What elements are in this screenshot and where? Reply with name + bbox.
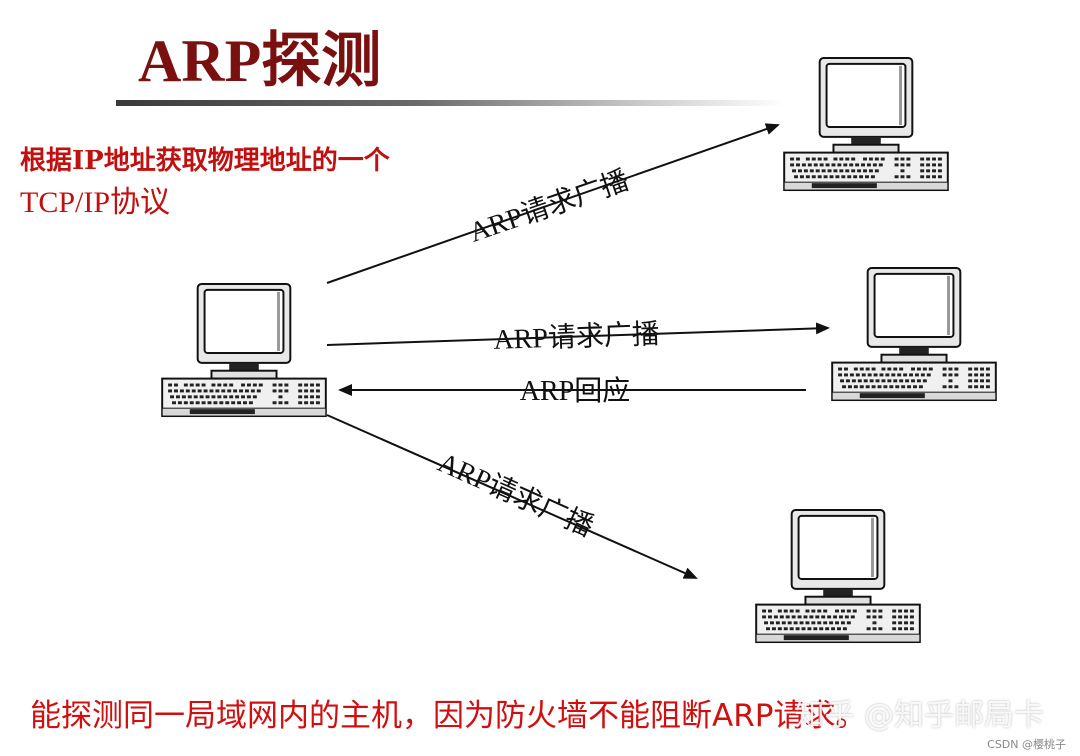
request-label-top: ARP请求广播 [465, 164, 633, 248]
definition-line-1: 根据IP地址获取物理地址的一个 [20, 146, 390, 176]
request-arrow-top [326, 123, 780, 284]
request-label-bottom: ARP请求广播 [433, 446, 598, 543]
source-computer-icon [160, 282, 328, 418]
target-middle-computer-icon [830, 266, 998, 402]
page-title: ARP探测 [138, 28, 382, 94]
request-arrow-middle [326, 322, 830, 346]
title-underline [116, 100, 786, 106]
definition-text: 根据IP地址获取物理地址的一个 TCP/IP协议 [20, 140, 390, 224]
definition-line-2: TCP/IP协议 [20, 186, 171, 219]
source-credit: CSDN @樱桃子 [987, 738, 1066, 751]
watermark: 知乎 @知乎邮局卡 [794, 698, 1044, 733]
footer-note: 能探测同一局域网内的主机，因为防火墙不能阻断ARP请求。 [30, 698, 867, 734]
request-label-middle: ARP请求广播 [493, 318, 660, 356]
request-arrow-bottom [326, 414, 698, 579]
target-bottom-computer-icon [754, 508, 922, 644]
target-top-computer-icon [782, 56, 950, 192]
reply-label: ARP回应 [520, 375, 630, 407]
